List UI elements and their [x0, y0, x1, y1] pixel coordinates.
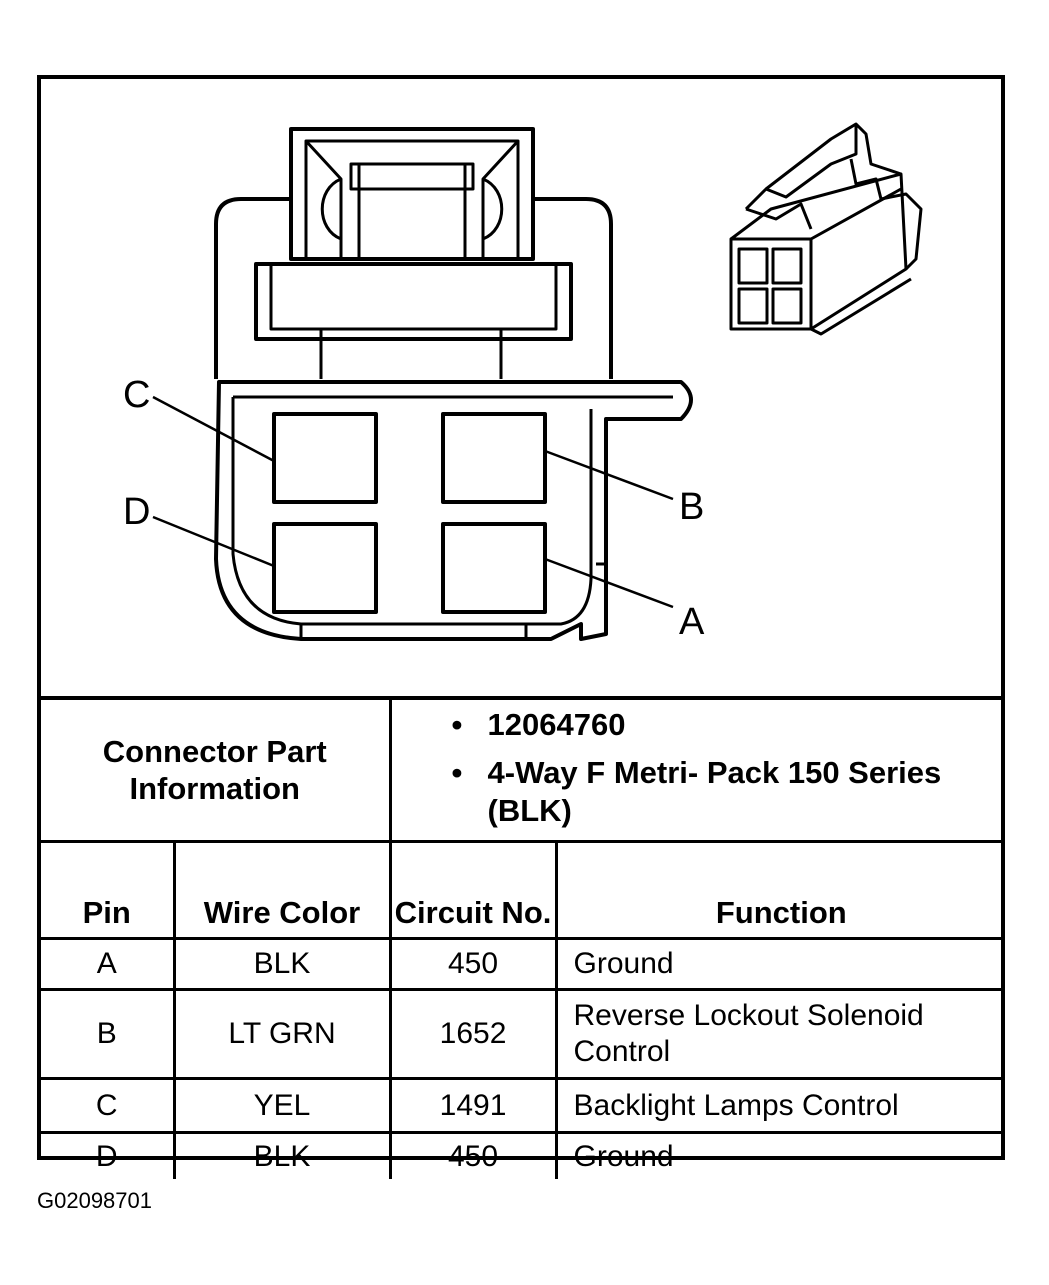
pin-cell: B [41, 988, 176, 1080]
figure-code: G02098701 [37, 1188, 152, 1213]
table-row: A BLK 450 Ground [41, 937, 1006, 991]
connector-info-table: Connector Part Information • 12064760 • … [41, 696, 1006, 1179]
function-cell: Backlight Lamps Control [554, 1077, 1006, 1134]
callout-d: D [123, 491, 150, 533]
function-cell: Ground [554, 1131, 1006, 1179]
callout-a: A [679, 601, 705, 643]
pin-cell: C [41, 1077, 176, 1134]
connector-type-item: • 4-Way F Metri- Pack 150 Series (BLK) [452, 754, 1006, 830]
table-row: D BLK 450 Ground [41, 1131, 1006, 1179]
header-pin: Pin [41, 840, 176, 940]
connector-type: 4-Way F Metri- Pack 150 Series (BLK) [487, 755, 942, 828]
part-info-details: • 12064760 • 4-Way F Metri- Pack 150 Ser… [388, 696, 1006, 843]
wire-color-cell: YEL [172, 1077, 392, 1134]
header-function: Function [554, 840, 1006, 940]
wire-color-cell: BLK [172, 937, 392, 991]
wire-color-cell: LT GRN [172, 988, 392, 1080]
table-row: C YEL 1491 Backlight Lamps Control [41, 1077, 1006, 1134]
function-cell: Ground [554, 937, 1006, 991]
callout-b: B [679, 486, 704, 528]
header-wire-color: Wire Color [172, 840, 392, 940]
pin-cell: D [41, 1131, 176, 1179]
pin-cell: A [41, 937, 176, 991]
wire-color-cell: BLK [172, 1131, 392, 1179]
header-row: Pin Wire Color Circuit No. Function [41, 840, 1006, 940]
connector-diagram: C B D A [41, 79, 1009, 699]
header-circuit-no: Circuit No. [388, 840, 558, 940]
function-cell: Reverse Lockout Solenoid Control [554, 988, 1006, 1080]
circuit-cell: 1652 [388, 988, 558, 1080]
circuit-cell: 1491 [388, 1077, 558, 1134]
circuit-cell: 450 [388, 937, 558, 991]
part-info-row: Connector Part Information • 12064760 • … [41, 696, 1006, 843]
part-number: 12064760 [487, 707, 626, 742]
connector-figure: C B D A [37, 75, 1006, 1179]
part-number-item: • 12064760 [452, 706, 1006, 744]
callout-c: C [123, 374, 150, 416]
bullet: • [451, 755, 463, 790]
circuit-cell: 450 [388, 1131, 558, 1179]
table-row: B LT GRN 1652 Reverse Lockout Solenoid C… [41, 988, 1006, 1080]
bullet: • [451, 707, 463, 742]
part-info-label: Connector Part Information [41, 696, 392, 843]
connector-face-drawing [152, 127, 693, 641]
connector-3d-view [729, 122, 923, 336]
